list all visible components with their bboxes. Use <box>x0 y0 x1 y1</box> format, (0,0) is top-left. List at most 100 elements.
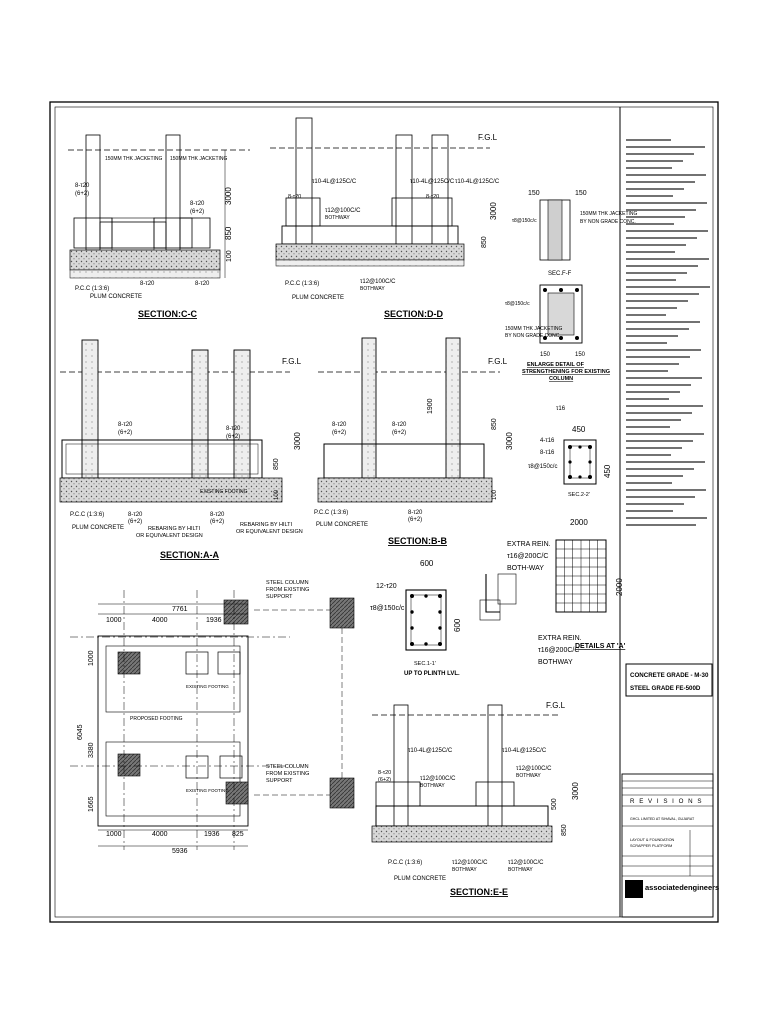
svg-text:2000: 2000 <box>615 578 624 596</box>
svg-text:5936: 5936 <box>172 848 188 855</box>
svg-text:BOTH-WAY: BOTH-WAY <box>507 565 544 572</box>
svg-text:600: 600 <box>453 618 462 632</box>
svg-text:EXTRA REIN.: EXTRA REIN. <box>538 635 582 642</box>
steel-grade: STEEL GRADE FE-500D <box>630 685 701 692</box>
svg-text:STRENGTHENING FOR EXISTING: STRENGTHENING FOR EXISTING <box>522 369 610 375</box>
svg-text:OR EQUIVALENT DESIGN: OR EQUIVALENT DESIGN <box>236 529 303 535</box>
section-cc-title: SECTION:C-C <box>138 309 197 319</box>
svg-text:3000: 3000 <box>293 432 302 450</box>
grade-box: CONCRETE GRADE - M-30 STEEL GRADE FE-500… <box>625 663 713 697</box>
svg-text:PLUM CONCRETE: PLUM CONCRETE <box>72 525 124 531</box>
svg-text:BOTHWAY: BOTHWAY <box>360 286 385 292</box>
svg-text:825: 825 <box>232 831 244 838</box>
svg-text:τ12@100C/C: τ12@100C/C <box>452 860 488 866</box>
svg-text:8-τ16: 8-τ16 <box>540 450 555 456</box>
svg-text:850: 850 <box>224 226 233 240</box>
svg-text:8-τ20: 8-τ20 <box>226 426 241 432</box>
svg-text:PLUM CONCRETE: PLUM CONCRETE <box>316 522 368 528</box>
svg-text:(6+2): (6+2) <box>190 209 204 215</box>
title-block: R E V I S I O N S GHCL LIMITED AT SIHAVA… <box>621 773 719 918</box>
svg-text:EXISTING FOOTING: EXISTING FOOTING <box>186 684 229 689</box>
svg-text:(6+2): (6+2) <box>118 430 132 436</box>
svg-text:τ12@100C/C: τ12@100C/C <box>420 776 456 782</box>
svg-text:τ12@100C/C: τ12@100C/C <box>508 860 544 866</box>
svg-text:REBARING BY HILTI: REBARING BY HILTI <box>240 522 293 528</box>
bend-detail <box>479 573 517 621</box>
svg-text:τ8@150c/c: τ8@150c/c <box>528 464 557 470</box>
svg-text:4000: 4000 <box>152 617 168 624</box>
svg-text:8-τ20: 8-τ20 <box>378 770 391 776</box>
svg-text:150: 150 <box>528 190 540 197</box>
svg-text:P.C.C (1:3:6): P.C.C (1:3:6) <box>70 512 104 518</box>
svg-text:PLUM CONCRETE: PLUM CONCRETE <box>292 295 344 301</box>
svg-text:(6+2): (6+2) <box>210 519 224 525</box>
svg-text:3000: 3000 <box>571 782 580 800</box>
svg-text:F.G.L: F.G.L <box>488 357 508 366</box>
svg-text:8-τ20: 8-τ20 <box>426 194 439 200</box>
svg-text:600: 600 <box>420 559 434 568</box>
section-bb-title: SECTION:B-B <box>388 536 447 546</box>
details-a: 2000 2000 EXTRA REIN. τ16@200C/C BOTH-WA… <box>507 518 626 666</box>
svg-text:BY NON GRADE CONC.: BY NON GRADE CONC. <box>505 333 561 339</box>
section-ee-title: SECTION:E-E <box>450 887 508 897</box>
svg-text:850: 850 <box>273 458 280 470</box>
section-aa: F.G.L 3000 850 100 8-τ20 (6+2) 8-τ20 (6+… <box>59 339 303 560</box>
svg-text:(6+2): (6+2) <box>408 517 422 523</box>
svg-text:(6+2): (6+2) <box>128 519 142 525</box>
section-dd-title: SECTION:D-D <box>384 309 443 319</box>
svg-text:τ12@100C/C: τ12@100C/C <box>516 766 552 772</box>
svg-text:R E V I S I O N S: R E V I S I O N S <box>630 798 703 805</box>
inner-border <box>54 106 714 918</box>
svg-text:P.C.C (1:3:6): P.C.C (1:3:6) <box>285 281 319 287</box>
svg-text:500: 500 <box>551 798 558 810</box>
svg-text:1000: 1000 <box>106 617 122 624</box>
svg-text:8-τ20: 8-τ20 <box>140 281 155 287</box>
svg-text:150MM THK JACKETING: 150MM THK JACKETING <box>580 211 638 217</box>
general-notes <box>626 139 710 526</box>
svg-text:1000: 1000 <box>106 831 122 838</box>
svg-text:BOTHWAY: BOTHWAY <box>538 659 573 666</box>
svg-text:FROM EXISTING: FROM EXISTING <box>266 587 309 593</box>
sec-1-1: 600 600 12-τ20 τ8@150c/c SEC.1-1' UP TO … <box>370 559 462 677</box>
section-ee: F.G.L 3000 500 850 τ10-4L@125C/C τ10-4L@… <box>371 701 580 897</box>
svg-text:LAYOUT & FOUNDATION: LAYOUT & FOUNDATION <box>630 838 675 842</box>
svg-text:EXTRA REIN.: EXTRA REIN. <box>507 541 551 548</box>
svg-text:3380: 3380 <box>88 742 95 758</box>
svg-text:12-τ20: 12-τ20 <box>376 583 397 590</box>
svg-text:EXISTING FOOTING: EXISTING FOOTING <box>186 788 229 793</box>
svg-text:DETAILS AT 'A': DETAILS AT 'A' <box>575 643 626 650</box>
svg-text:STEEL COLUMN: STEEL COLUMN <box>266 764 309 770</box>
svg-text:SUPPORT: SUPPORT <box>266 778 293 784</box>
svg-text:τ16: τ16 <box>556 406 566 412</box>
svg-text:P.C.C (1:3:6): P.C.C (1:3:6) <box>75 286 109 292</box>
svg-text:850: 850 <box>561 824 568 836</box>
svg-text:STEEL COLUMN: STEEL COLUMN <box>266 580 309 586</box>
svg-text:8-τ20: 8-τ20 <box>118 422 133 428</box>
svg-text:UP TO PLINTH LVL.: UP TO PLINTH LVL. <box>404 671 460 677</box>
concrete-grade: CONCRETE GRADE - M-30 <box>630 672 709 679</box>
svg-text:τ10-4L@125C/C: τ10-4L@125C/C <box>502 748 547 754</box>
svg-text:SUPPORT: SUPPORT <box>266 594 293 600</box>
details-a-grid <box>556 540 606 612</box>
svg-text:8-τ20: 8-τ20 <box>190 201 205 207</box>
svg-text:3000: 3000 <box>489 202 498 220</box>
svg-text:τ10-4L@125C/C: τ10-4L@125C/C <box>408 748 453 754</box>
svg-text:τ10-4L@125C/C: τ10-4L@125C/C <box>312 179 357 185</box>
outer-border <box>49 101 719 923</box>
svg-text:τ12@100C/C: τ12@100C/C <box>325 208 361 214</box>
svg-text:τ10-4L@125C/C: τ10-4L@125C/C <box>410 179 455 185</box>
svg-text:7761: 7761 <box>172 606 188 613</box>
svg-text:850: 850 <box>491 418 498 430</box>
svg-text:6045: 6045 <box>77 724 84 740</box>
svg-text:τ8@150c/c: τ8@150c/c <box>512 218 537 224</box>
company-logo <box>625 880 643 898</box>
svg-text:8-τ20: 8-τ20 <box>408 510 423 516</box>
svg-text:BOTHWAY: BOTHWAY <box>420 783 445 789</box>
svg-text:REBARING BY HILTI: REBARING BY HILTI <box>148 526 201 532</box>
svg-text:8-τ20: 8-τ20 <box>332 422 347 428</box>
svg-text:1900: 1900 <box>427 398 434 414</box>
section-cc: 3000 850 100 8-τ20 (6+2) 8-τ20 (6+2) 150… <box>68 134 250 319</box>
svg-text:100: 100 <box>492 489 498 500</box>
svg-text:2000: 2000 <box>570 518 588 527</box>
